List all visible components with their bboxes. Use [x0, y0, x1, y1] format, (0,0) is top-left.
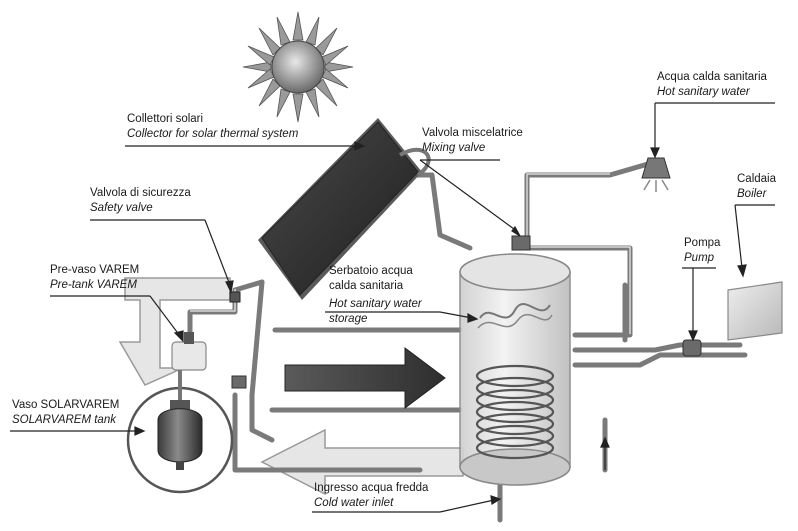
safety-valve-label-en: Safety valve: [90, 202, 153, 214]
storage-label-en: Hot sanitary water storage: [329, 298, 422, 325]
solarvarem-label-it: Vaso SOLARVAREM: [12, 399, 120, 411]
mixing-valve-label-en: Mixing valve: [422, 142, 486, 154]
cold-inlet-label-it: Ingresso acqua fredda: [314, 482, 429, 494]
storage-label-it: Serbatoio acqua calda sanitaria: [329, 265, 413, 292]
solarvarem-tank: [126, 370, 234, 494]
safety-valve-icon: [229, 291, 241, 303]
boiler-unit: [727, 281, 783, 341]
pump-icon: [682, 339, 702, 357]
pre-tank-varem: [171, 332, 207, 371]
collector-label: Collettori solari Collector for solar th…: [127, 112, 298, 142]
cold-inlet-label: Ingresso acqua fredda Cold water inlet: [314, 481, 428, 511]
mixing-valve-icon: [511, 235, 531, 251]
solarvarem-label: Vaso SOLARVAREM SOLARVAREM tank: [12, 398, 119, 428]
pump-label-it: Pompa: [684, 237, 721, 249]
tank-coil: [475, 364, 555, 460]
solar-collector: [258, 118, 431, 300]
storage-tank: [459, 253, 571, 486]
solarvarem-label-en: SOLARVAREM tank: [12, 414, 116, 426]
pre-tank-label-it: Pre-vaso VAREM: [50, 264, 140, 276]
storage-label: Serbatoio acqua calda sanitaria Hot sani…: [329, 264, 441, 327]
hot-water-label: Acqua calda sanitaria Hot sanitary water: [657, 70, 767, 100]
pre-tank-label: Pre-vaso VAREM Pre-tank VAREM: [50, 263, 139, 293]
sun-icon: [242, 11, 354, 123]
pre-tank-label-en: Pre-tank VAREM: [50, 279, 137, 291]
collector-label-it: Collettori solari: [127, 113, 204, 125]
hot-water-label-en: Hot sanitary water: [657, 86, 750, 98]
arrow-heat-transfer: [284, 347, 446, 409]
boiler-label: Caldaia Boiler: [737, 172, 776, 202]
pump-label: Pompa Pump: [684, 236, 720, 266]
safety-valve-label-it: Valvola di sicurezza: [90, 187, 191, 199]
pump-label-en: Pump: [684, 252, 715, 264]
cold-inlet-label-en: Cold water inlet: [314, 497, 394, 509]
boiler-label-it: Caldaia: [737, 173, 776, 185]
arrow-return-left: [260, 428, 464, 496]
collector-label-en: Collector for solar thermal system: [127, 128, 299, 140]
safety-valve-label: Valvola di sicurezza Safety valve: [90, 186, 191, 216]
mixing-valve-label: Valvola miscelatrice Mixing valve: [422, 126, 523, 156]
hot-water-tap-icon: [641, 157, 671, 192]
mixing-valve-label-it: Valvola miscelatrice: [422, 127, 523, 139]
side-valve-icon: [231, 375, 247, 389]
boiler-label-en: Boiler: [737, 188, 767, 200]
hot-water-label-it: Acqua calda sanitaria: [657, 71, 767, 83]
leader-lines: [10, 102, 775, 513]
